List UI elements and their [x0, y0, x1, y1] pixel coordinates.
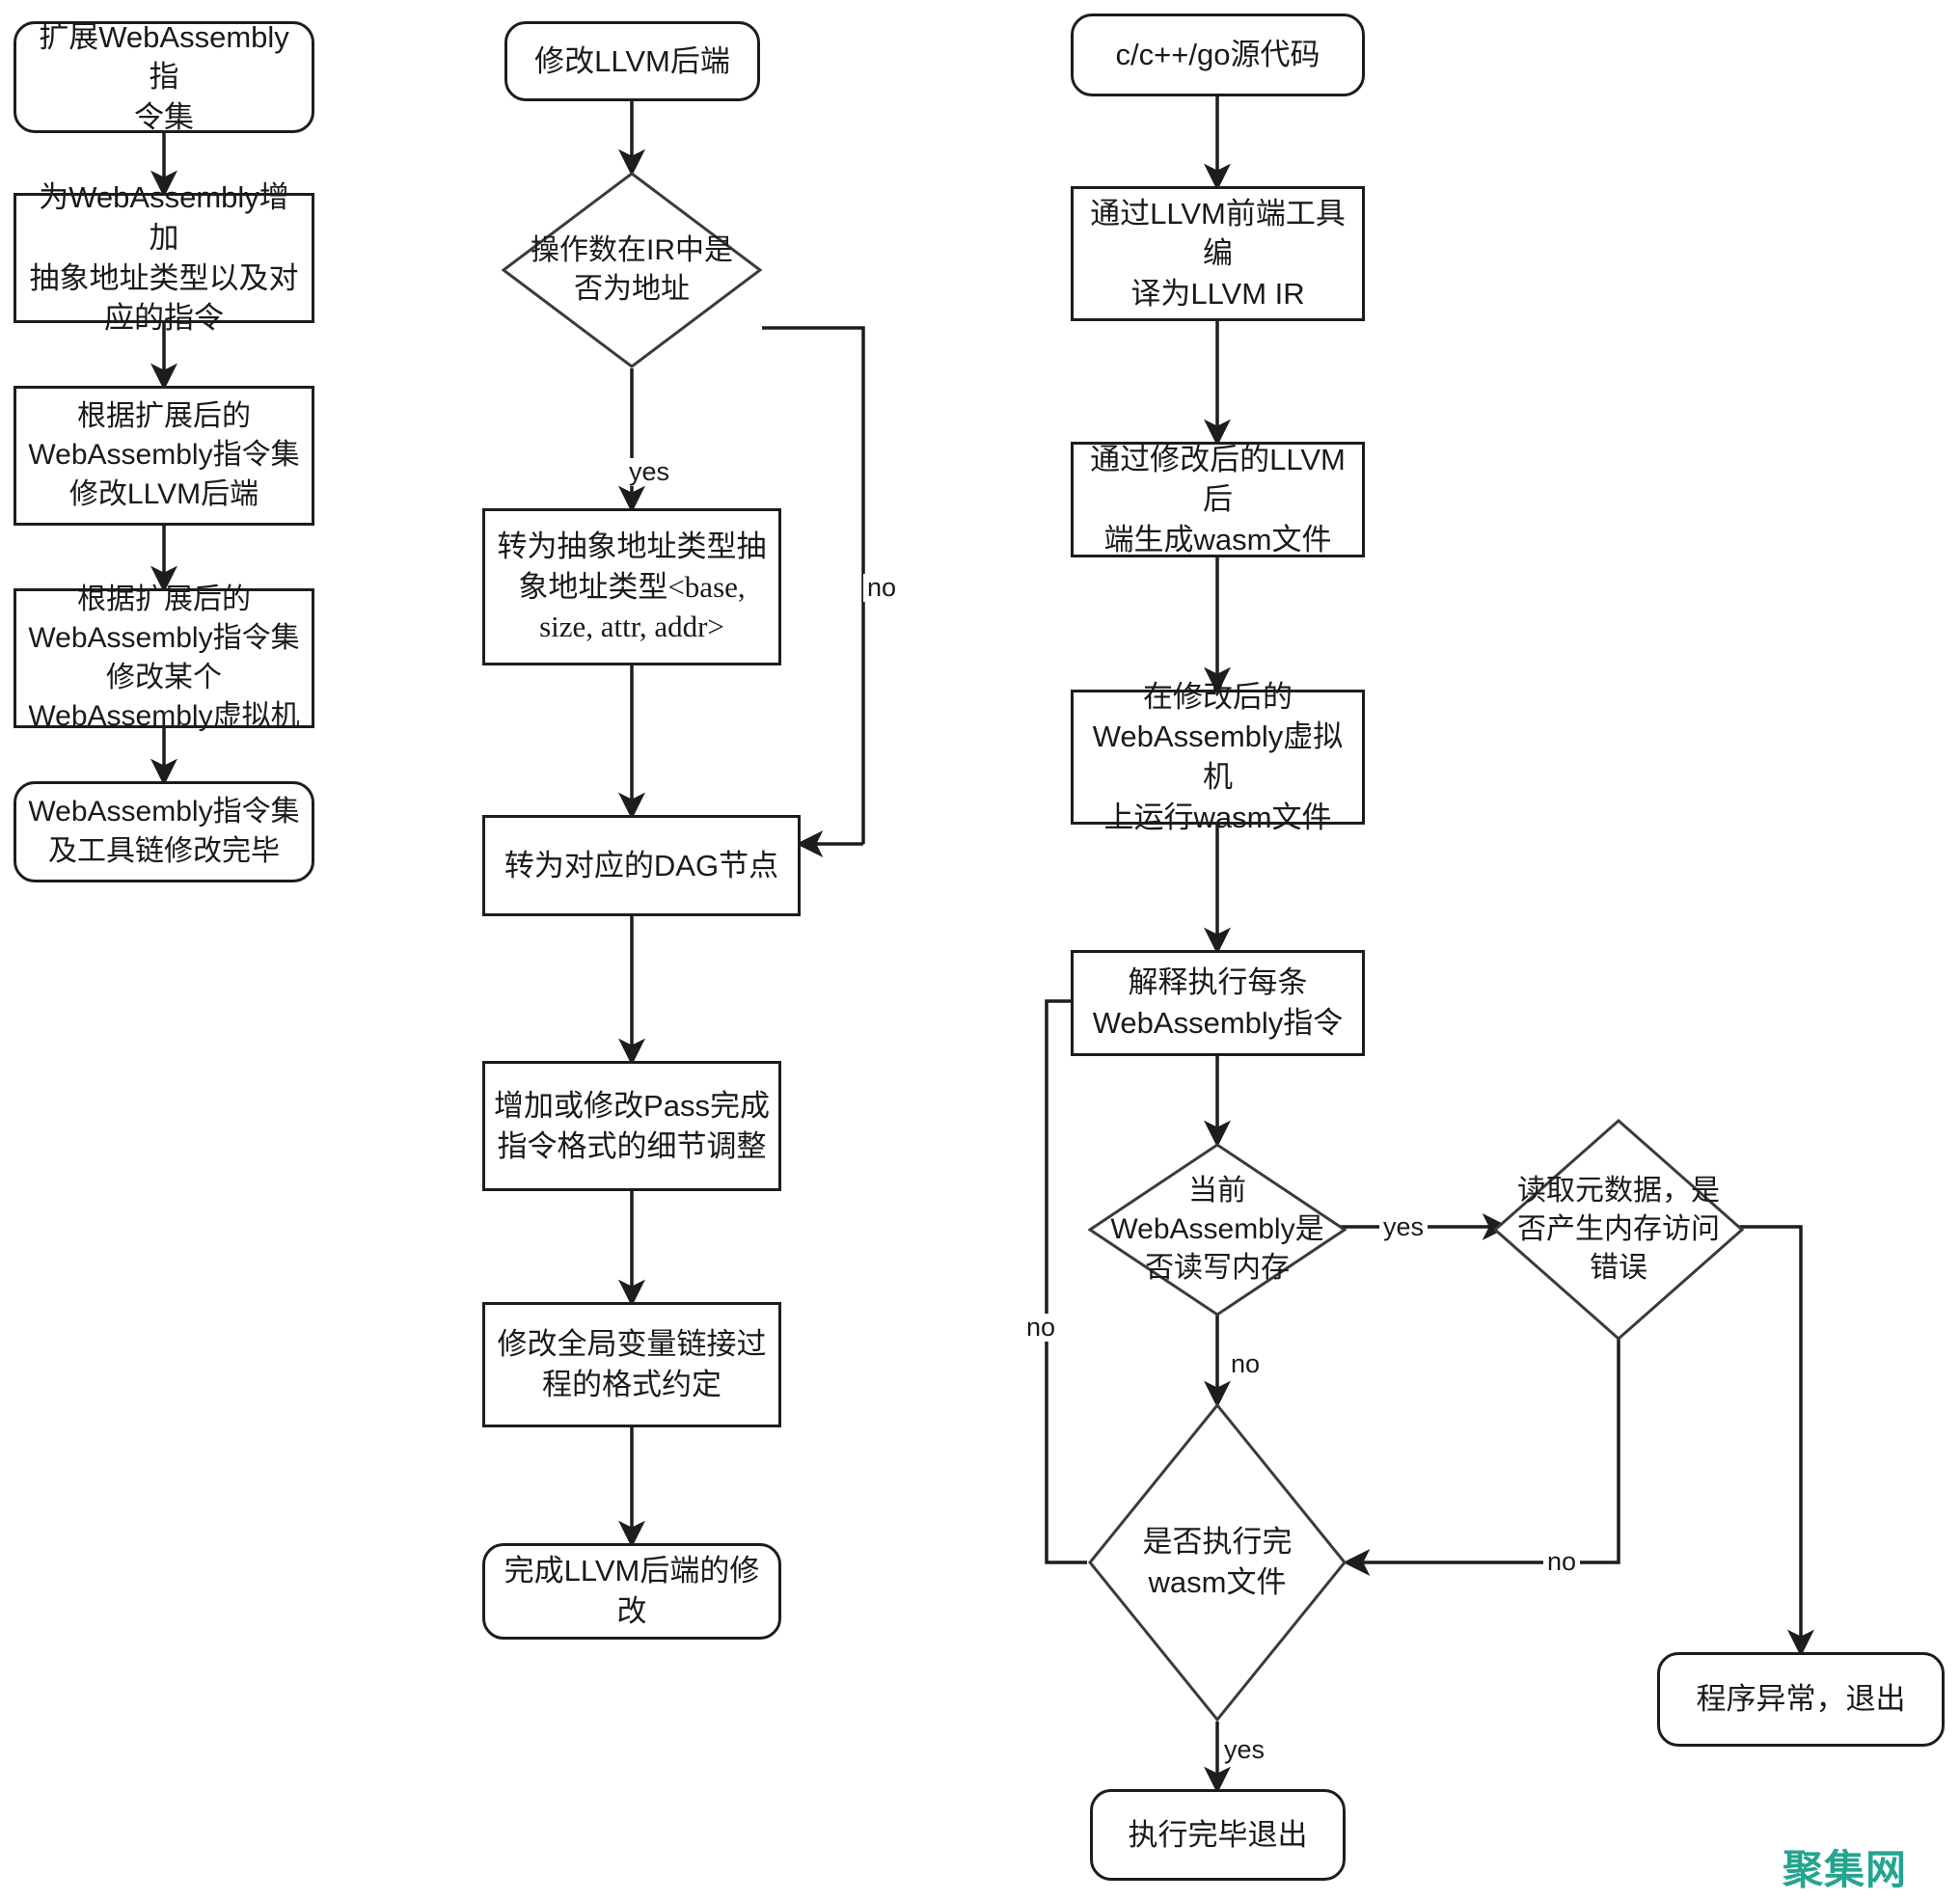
edge-label-yes-operand-address: yes [625, 458, 674, 486]
node-label: 根据扩展后的 WebAssembly指令集 修改某个 WebAssembly虚拟… [28, 584, 300, 732]
node-label: 读取元数据，是 否产生内存访问 错误 [1517, 1174, 1720, 1285]
node-label: 执行完毕退出 [1128, 1817, 1308, 1852]
node-llvm-backend-done[interactable]: 完成LLVM后端的修改 [482, 1543, 781, 1640]
diamond-shape [1088, 1403, 1347, 1722]
node-label: 转为抽象地址类型抽 象地址类型<base, size, attr, addr> [497, 529, 767, 644]
node-label: 为WebAssembly增加 抽象地址类型以及对 应的指令 [29, 180, 299, 336]
decision-wasm-file-finished[interactable]: 是否执行完 wasm文件 [1088, 1403, 1347, 1722]
node-label: 转为对应的DAG节点 [504, 848, 779, 882]
node-extend-wasm-isa[interactable]: 扩展WebAssembly指 令集 [14, 20, 314, 134]
node-isa-toolchain-done[interactable]: WebAssembly指令集 及工具链修改完毕 [14, 781, 314, 882]
node-label: 根据扩展后的 WebAssembly指令集 修改LLVM后端 [28, 400, 300, 510]
node-label: 修改LLVM后端 [534, 43, 730, 78]
node-label: 完成LLVM后端的修改 [504, 1554, 760, 1628]
decision-operand-is-address[interactable]: 操作数在IR中是 否为地址 [502, 172, 762, 368]
edge-label-no-memory-rw-left: no [1022, 1314, 1060, 1342]
node-convert-to-abstract-address-type[interactable]: 转为抽象地址类型抽 象地址类型<base, size, attr, addr> [482, 508, 781, 665]
node-source-code[interactable]: c/c++/go源代码 [1071, 14, 1365, 96]
node-label: 当前 WebAssembly是 否读写内存 [1110, 1174, 1324, 1285]
node-modify-global-var-link-format[interactable]: 修改全局变量链接过 程的格式约定 [482, 1302, 781, 1427]
node-program-exception-exit[interactable]: 程序异常，退出 [1657, 1652, 1945, 1747]
node-execution-finished-exit[interactable]: 执行完毕退出 [1090, 1789, 1346, 1881]
node-label: 扩展WebAssembly指 令集 [39, 19, 289, 134]
node-add-abstract-address-type[interactable]: 为WebAssembly增加 抽象地址类型以及对 应的指令 [14, 180, 314, 335]
edge-label-no-memory-rw-down: no [1227, 1350, 1265, 1378]
node-modify-wasm-vm-by-isa[interactable]: 根据扩展后的 WebAssembly指令集 修改某个 WebAssembly虚拟… [14, 584, 314, 732]
node-label: 操作数在IR中是 否为地址 [531, 233, 733, 305]
node-label: WebAssembly指令集 及工具链修改完毕 [28, 796, 300, 867]
node-label: 是否执行完 wasm文件 [1142, 1525, 1293, 1599]
node-label: 解释执行每条 WebAssembly指令 [1092, 965, 1344, 1040]
diamond-shape [502, 172, 762, 368]
node-label: 程序异常，退出 [1696, 1682, 1906, 1717]
node-label: 通过LLVM前端工具编 译为LLVM IR [1090, 196, 1346, 311]
node-run-wasm-on-vm[interactable]: 在修改后的 WebAssembly虚拟机 上运行wasm文件 [1071, 680, 1365, 834]
node-interpret-wasm-instruction[interactable]: 解释执行每条 WebAssembly指令 [1071, 950, 1365, 1056]
diamond-shape [1088, 1143, 1347, 1316]
edge-label-yes-memory-rw: yes [1379, 1213, 1429, 1241]
edge-label-no-wasm-finished: no [1543, 1548, 1581, 1576]
decision-memory-access-error[interactable]: 读取元数据，是 否产生内存访问 错误 [1493, 1119, 1744, 1341]
node-label: 在修改后的 WebAssembly虚拟机 上运行wasm文件 [1092, 679, 1344, 834]
diamond-shape [1493, 1119, 1744, 1341]
edge-label-no-operand-address: no [863, 574, 901, 602]
decision-memory-read-write[interactable]: 当前 WebAssembly是 否读写内存 [1088, 1143, 1347, 1316]
node-modify-llvm-backend-start[interactable]: 修改LLVM后端 [504, 21, 760, 101]
node-convert-to-dag-node[interactable]: 转为对应的DAG节点 [482, 815, 801, 916]
node-modify-llvm-backend-by-isa[interactable]: 根据扩展后的 WebAssembly指令集 修改LLVM后端 [14, 386, 314, 526]
edge-label-yes-wasm-finished: yes [1220, 1736, 1269, 1764]
node-add-or-modify-pass[interactable]: 增加或修改Pass完成 指令格式的细节调整 [482, 1061, 781, 1191]
node-label: 增加或修改Pass完成 指令格式的细节调整 [494, 1088, 770, 1163]
node-generate-wasm-file[interactable]: 通过修改后的LLVM后 端生成wasm文件 [1071, 442, 1365, 557]
node-label: c/c++/go源代码 [1115, 38, 1320, 72]
site-watermark: 聚集网 [1783, 1847, 1908, 1892]
node-compile-to-llvm-ir[interactable]: 通过LLVM前端工具编 译为LLVM IR [1071, 186, 1365, 321]
node-label: 通过修改后的LLVM后 端生成wasm文件 [1090, 442, 1346, 556]
node-label: 修改全局变量链接过 程的格式约定 [497, 1327, 767, 1401]
